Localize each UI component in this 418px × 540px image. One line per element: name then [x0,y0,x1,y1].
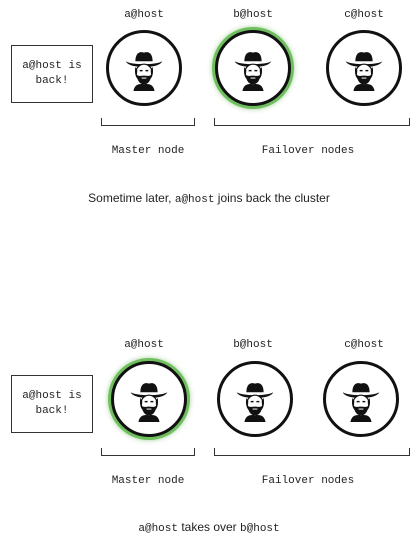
host-label-b: b@host [233,339,273,351]
diagram-panel-before: a@host b@host c@host a@host is back! Mas… [0,0,418,175]
caption-top-text-1: Sometime later, [88,191,175,205]
master-bracket [101,448,195,456]
caption-top: Sometime later, a@host joins back the cl… [0,191,418,206]
cowboy-face-icon [121,45,167,91]
host-label-a: a@host [124,9,164,21]
failover-nodes-label: Failover nodes [261,145,355,157]
node-a [111,361,187,437]
failover-bracket [214,118,410,126]
status-message: a@host is back! [22,390,82,417]
caption-bottom-code-1: a@host [138,523,178,535]
host-label-c: c@host [344,339,384,351]
cowboy-face-icon [230,45,276,91]
caption-bottom: a@host takes over b@host [0,520,418,535]
status-message: a@host is back! [22,60,82,87]
node-b [217,361,293,437]
host-label-a: a@host [124,339,164,351]
cowboy-face-icon [341,45,387,91]
caption-bottom-code-2: b@host [240,523,280,535]
cowboy-face-icon [338,376,384,422]
caption-top-code: a@host [174,194,215,206]
cowboy-face-icon [126,376,172,422]
diagram-panel-after: a@host b@host c@host a@host is back! Mas… [0,330,418,505]
cowboy-face-icon [232,376,278,422]
host-label-b: b@host [233,9,273,21]
master-bracket [101,118,195,126]
master-node-label: Master node [111,145,185,157]
caption-top-text-2: joins back the cluster [214,191,330,205]
master-node-label: Master node [111,475,185,487]
caption-bottom-text: takes over [177,520,241,534]
failover-nodes-label: Failover nodes [261,475,355,487]
status-message-box: a@host is back! [11,375,93,433]
node-a [106,30,182,106]
node-b [215,30,291,106]
node-c [323,361,399,437]
node-c [326,30,402,106]
host-label-c: c@host [344,9,384,21]
failover-bracket [214,448,410,456]
status-message-box: a@host is back! [11,45,93,103]
